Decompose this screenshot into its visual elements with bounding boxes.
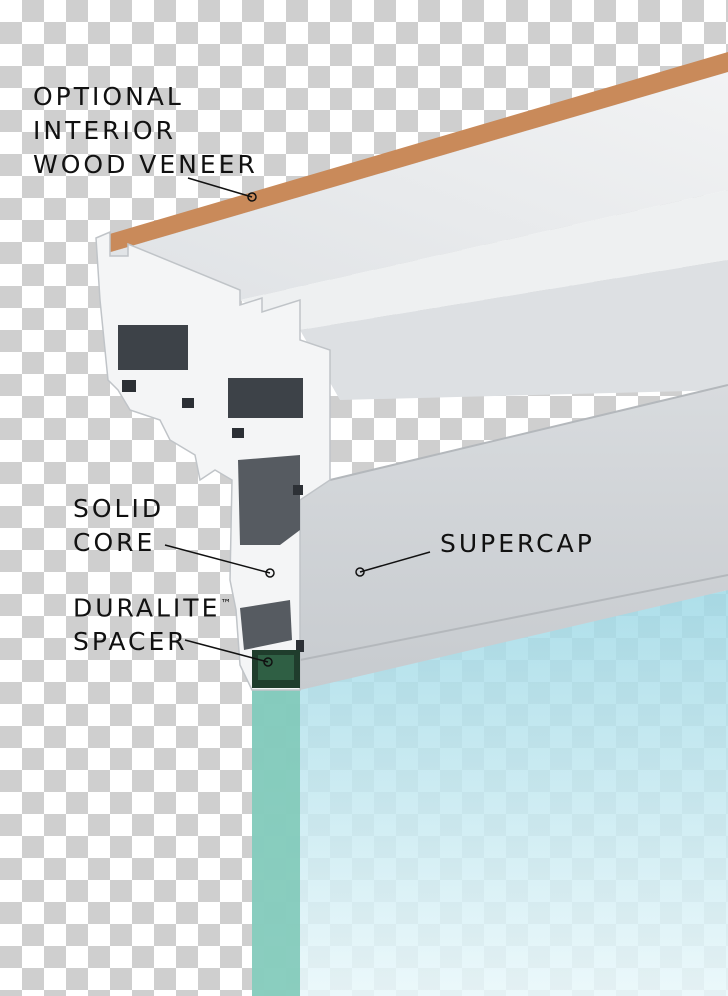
- sash-top-face: [240, 190, 728, 330]
- veneer-label-line2: INTERIOR: [33, 116, 176, 145]
- solid-core-label-line2: CORE: [73, 528, 156, 557]
- veneer-pointer-dot: [247, 192, 257, 202]
- glass-edge: [252, 690, 300, 996]
- chamber-mid: [238, 455, 300, 545]
- frame-top-face: [104, 72, 728, 300]
- chamber-upper-right: [228, 378, 303, 418]
- duralite-label-line1: DURALITE: [73, 593, 221, 623]
- spacer-pointer-dot: [263, 657, 273, 667]
- supercap-face: [300, 385, 728, 690]
- solid-core-label-line1: SOLID: [73, 494, 165, 523]
- veneer-label: OPTIONAL INTERIOR WOOD VENEER: [33, 80, 258, 182]
- veneer-label-line1: OPTIONAL: [33, 82, 184, 111]
- duralite-label-line2: SPACER: [73, 627, 188, 657]
- duralite-spacer-label: DURALITE™ SPACER: [73, 587, 231, 659]
- chamber-lower: [240, 600, 292, 650]
- chamber-upper-left: [118, 325, 188, 370]
- veneer-label-line3: WOOD VENEER: [33, 150, 258, 179]
- supercap-label: SUPERCAP: [440, 529, 595, 558]
- solid-core-label: SOLID CORE: [73, 492, 164, 560]
- trademark-symbol: ™: [220, 597, 232, 610]
- supercap-pointer-dot: [355, 567, 365, 577]
- glass-pane: [252, 590, 728, 996]
- solid-core-pointer-dot: [265, 568, 275, 578]
- wood-veneer-strip: [96, 52, 728, 254]
